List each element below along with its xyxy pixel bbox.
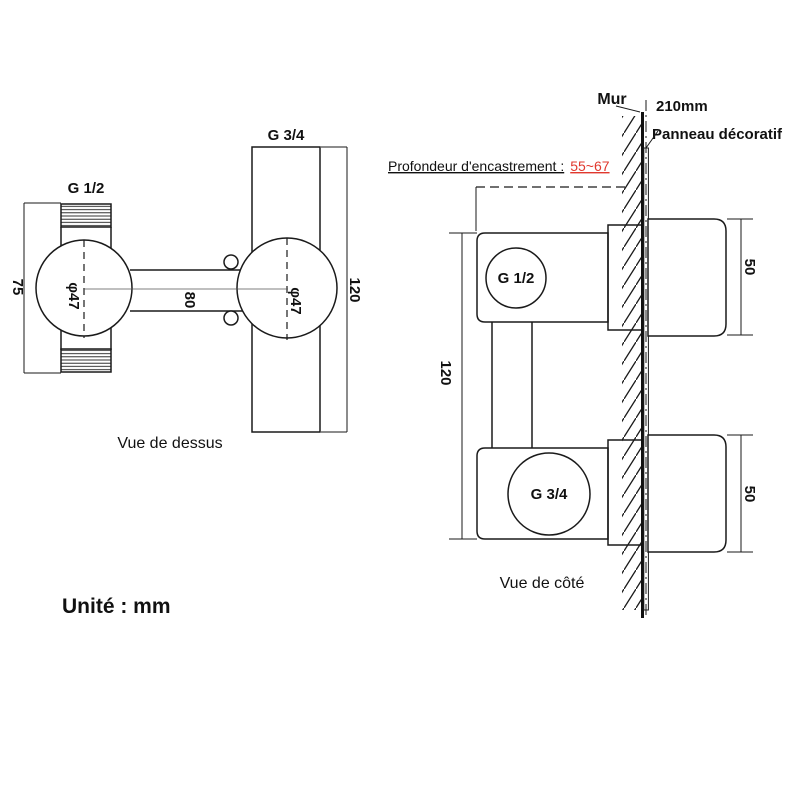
g12-inlet-circle	[485, 247, 547, 309]
g34-label-side-view: G 3/4	[531, 486, 568, 503]
dim80-text: 80	[181, 292, 198, 309]
dim50top-text: 50	[741, 259, 758, 276]
side-view-caption: Vue de côté	[500, 575, 585, 592]
g34-inlet-circle	[507, 452, 591, 536]
unit-note: Unité : mm	[62, 595, 171, 618]
depth-note: Profondeur d'encastrement : 55~67	[388, 158, 610, 174]
panel-height-label: 210mm	[656, 98, 708, 115]
wall-hatch	[622, 116, 641, 610]
thread-bottom-hatch	[60, 348, 112, 373]
depth-note-value: 55~67	[570, 158, 610, 174]
phi47-right-text: φ47	[287, 287, 304, 314]
wall-label: Mur	[597, 91, 626, 108]
side-view: G 1/2 G 3/4 120 50 50 Profondeur d'encas…	[388, 91, 783, 618]
panel-leader-line	[645, 130, 659, 149]
lower-knob	[647, 434, 727, 553]
depth-note-label: Profondeur d'encastrement :	[388, 158, 564, 174]
dim120R-text: 120	[437, 360, 454, 385]
dim75-text: 75	[9, 279, 26, 296]
g34-label-top-view: G 3/4	[268, 127, 305, 144]
phi47-left-text: φ47	[65, 282, 82, 309]
screw-bottom-circle	[223, 310, 239, 326]
thread-top-hatch	[60, 203, 112, 228]
panel-label: Panneau décoratif	[652, 126, 783, 143]
upper-knob	[647, 218, 727, 337]
top-view-caption: Vue de dessus	[117, 435, 222, 452]
dim50bottom-text: 50	[741, 486, 758, 503]
g12-label-side-view: G 1/2	[498, 270, 535, 287]
screw-top-circle	[223, 254, 239, 270]
wall-leader-line	[615, 105, 641, 113]
g12-label-top-view: G 1/2	[68, 180, 105, 197]
top-view: 75 120 80 φ47 φ47 G 1/2 G 3/4 Vue de des…	[9, 127, 363, 452]
dim120L-text: 120	[346, 277, 363, 302]
